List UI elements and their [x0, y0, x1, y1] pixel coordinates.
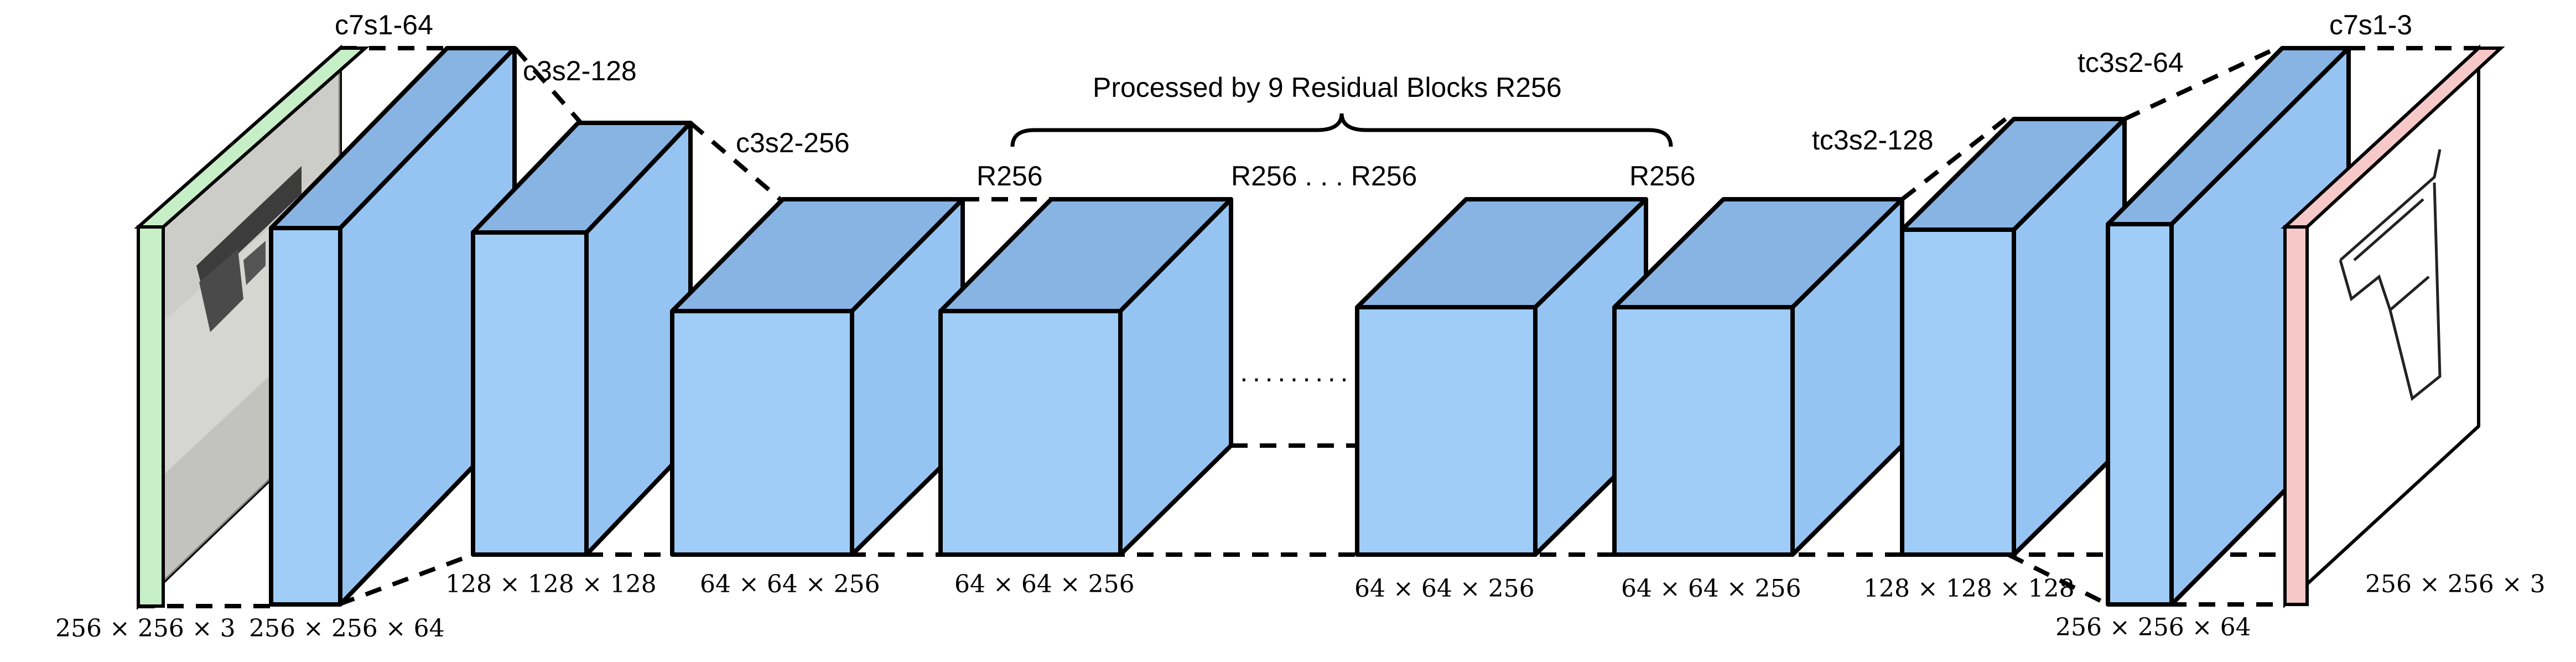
dim-c7s1-64: 256 × 256 × 64: [249, 614, 445, 643]
svg-text:·········: ·········: [1239, 363, 1352, 394]
dim-c3s2-128: 128 × 128 × 128: [445, 570, 657, 598]
block-c3s2-256: [670, 197, 965, 557]
label-c7s1-3: c7s1-3: [2329, 9, 2412, 40]
dim-r256-last: 64 × 64 × 256: [1621, 575, 1801, 603]
label-c3s2-128: c3s2-128: [523, 55, 637, 86]
residual-brace: [1010, 113, 1673, 147]
dim-tc3s2-64: 256 × 256 × 64: [2055, 613, 2251, 642]
dim-r256-middle: 64 × 64 × 256: [1354, 575, 1535, 603]
block-r256-middle: [1355, 197, 1648, 557]
block-r256-first: [938, 197, 1233, 557]
output-image-panel: [2281, 44, 2505, 608]
label-tc3s2-128: tc3s2-128: [1812, 125, 1934, 156]
label-r256-middle: R256 . . . R256: [1231, 161, 1417, 192]
residual-header: Processed by 9 Residual Blocks R256: [1093, 72, 1562, 103]
label-c3s2-256: c3s2-256: [736, 127, 850, 158]
input-gun-photo: [196, 166, 302, 332]
label-c7s1-64: c7s1-64: [335, 9, 433, 40]
block-tc3s2-128: [1900, 117, 2127, 557]
dim-input: 256 × 256 × 3: [55, 614, 236, 643]
block-c3s2-128: [471, 121, 693, 557]
dim-output: 256 × 256 × 3: [2365, 570, 2546, 598]
label-r256-first: R256: [977, 161, 1043, 192]
output-gun-sketch: [2339, 149, 2442, 401]
dim-r256-first: 64 × 64 × 256: [954, 570, 1135, 598]
block-r256-last: [1612, 197, 1904, 557]
layer-labels: Processed by 9 Residual Blocks R256 c7s1…: [335, 9, 2412, 192]
dotted-ellipsis: ·········: [1239, 363, 1352, 394]
dim-c3s2-256: 64 × 64 × 256: [700, 570, 880, 598]
dimension-labels: 256 × 256 × 3 256 × 256 × 64 128 × 128 ×…: [55, 570, 2546, 643]
dim-tc3s2-128: 128 × 128 × 128: [1863, 575, 2075, 603]
label-r256-last: R256: [1629, 161, 1696, 192]
label-tc3s2-64: tc3s2-64: [2078, 47, 2184, 78]
